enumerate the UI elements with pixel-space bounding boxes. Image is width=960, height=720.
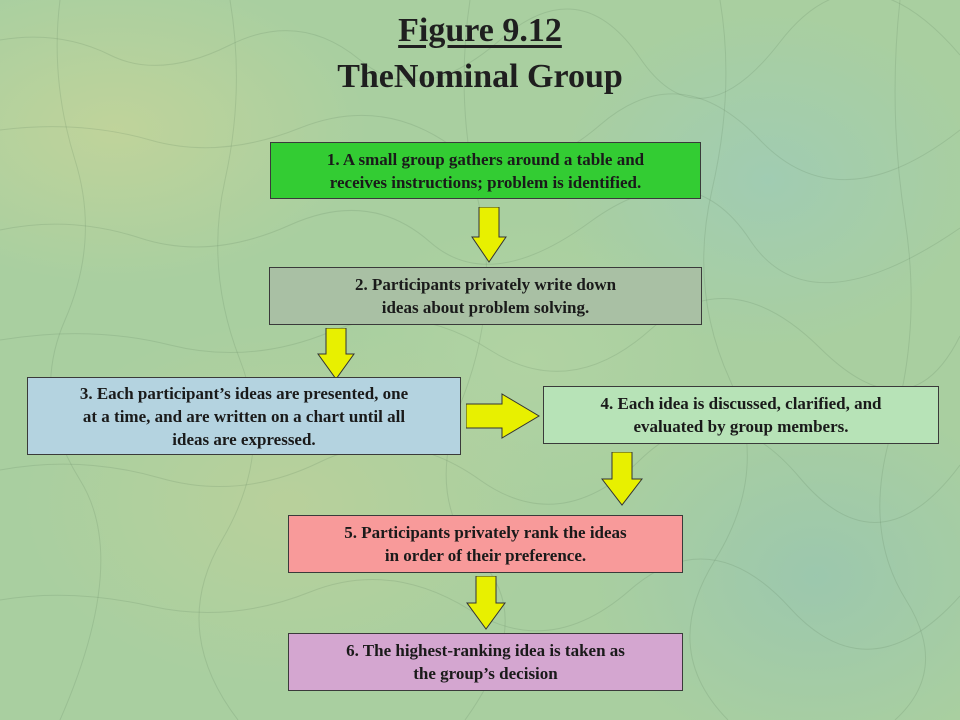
step-2-box: 2. Participants privately write down ide…	[269, 267, 702, 325]
step-5-box: 5. Participants privately rank the ideas…	[288, 515, 683, 573]
arrow-down-2-to-3-icon	[317, 328, 355, 380]
step-4-box: 4. Each idea is discussed, clarified, an…	[543, 386, 939, 444]
step-6-text: 6. The highest-ranking idea is taken as …	[346, 641, 625, 683]
step-3-text: 3. Each participant’s ideas are presente…	[79, 383, 409, 449]
arrow-down-5-to-6-icon	[466, 576, 506, 630]
diagram-title: TheNominal Group	[337, 58, 623, 95]
arrow-down-4-to-5-icon	[601, 452, 643, 506]
arrow-right-3-to-4-icon	[466, 393, 540, 439]
step-3-box: 3. Each participant’s ideas are presente…	[27, 377, 461, 455]
step-6-box: 6. The highest-ranking idea is taken as …	[288, 633, 683, 691]
step-4-text: 4. Each idea is discussed, clarified, an…	[600, 394, 882, 436]
step-2-text: 2. Participants privately write down ide…	[354, 275, 617, 317]
step-1-text: 1. A small group gathers around a table …	[326, 149, 645, 192]
arrow-down-1-to-2-icon	[471, 207, 507, 263]
step-5-text: 5. Participants privately rank the ideas…	[344, 523, 627, 565]
figure-number: Figure 9.12	[398, 12, 562, 49]
step-1-box: 1. A small group gathers around a table …	[270, 142, 701, 199]
